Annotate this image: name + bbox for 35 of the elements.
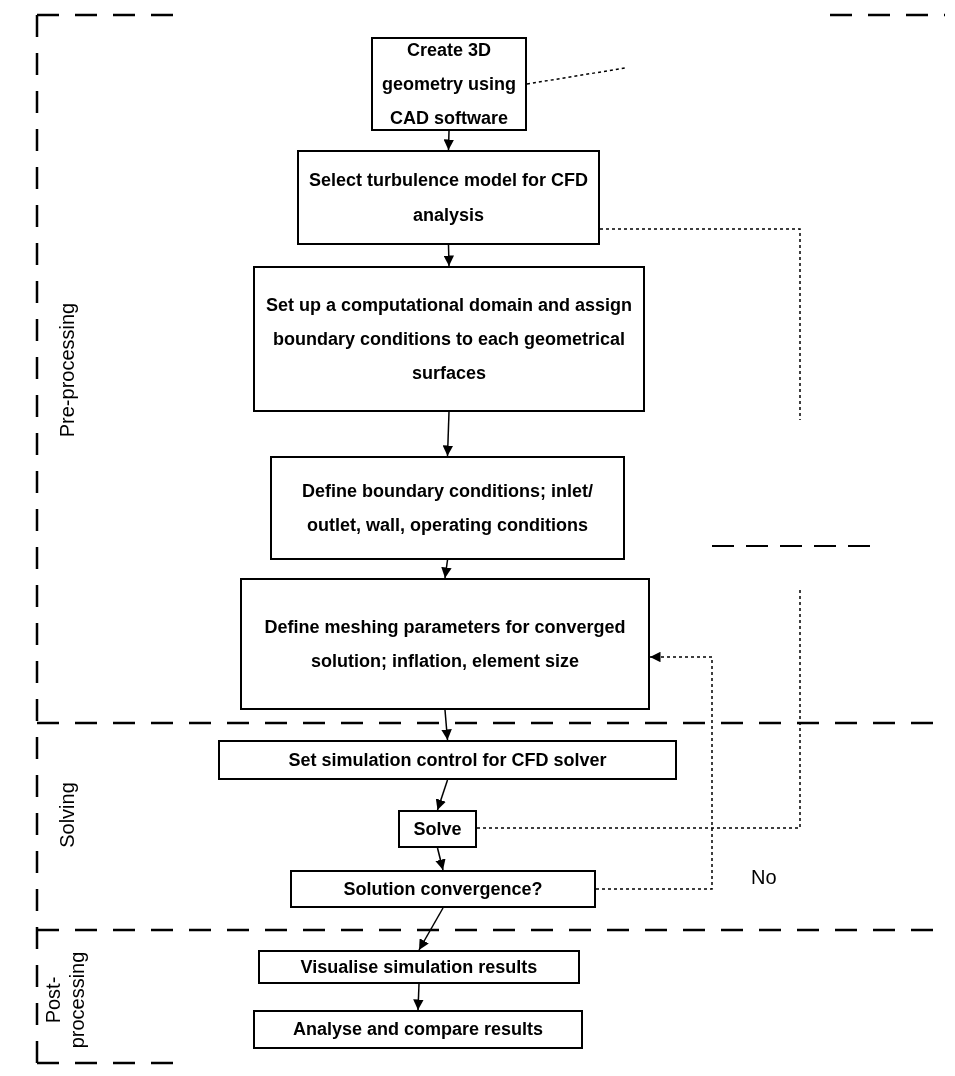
connector-line [526, 67, 626, 85]
arrow [418, 907, 444, 951]
arrow [595, 651, 713, 890]
step-text: Define boundary conditions; inlet/ outlet, wall, operating conditions [301, 479, 594, 537]
process-box [218, 740, 677, 780]
step-text: Visualise simulation results [300, 955, 538, 979]
arrow [441, 559, 452, 579]
step-text: Define meshing parameters for converged solution; inflation, element size [263, 615, 627, 673]
step-text: Solve [413, 817, 462, 841]
step-text: Solution convergence? [343, 877, 543, 901]
process-box [258, 950, 580, 984]
arrow [435, 779, 449, 811]
process-box [398, 810, 477, 848]
arrow [443, 244, 454, 267]
step-text: Select turbulence model for CFD analysis [307, 169, 589, 227]
arrow [441, 709, 452, 741]
process-box [297, 150, 600, 245]
phase-label: Pre-processing [55, 301, 79, 440]
step-text: Analyse and compare results [292, 1018, 544, 1042]
connector-line [599, 228, 801, 421]
process-box [290, 870, 596, 908]
arrow [435, 847, 446, 871]
step-text: Set up a computational domain and assign boundary conditions to each geometrical surfaces [264, 293, 633, 386]
process-box [253, 1010, 583, 1049]
arrow [442, 411, 454, 457]
arrow [413, 983, 424, 1011]
connector-line [476, 589, 801, 829]
arrow [443, 130, 454, 151]
step-text: Create 3D geometry using CAD software [381, 38, 517, 131]
phase-label: Post-processing [41, 950, 89, 1050]
process-box [240, 578, 650, 710]
phase-label: Solving [55, 781, 79, 850]
process-box [253, 266, 645, 412]
step-text: Set simulation control for CFD solver [288, 748, 607, 772]
process-box [270, 456, 625, 560]
